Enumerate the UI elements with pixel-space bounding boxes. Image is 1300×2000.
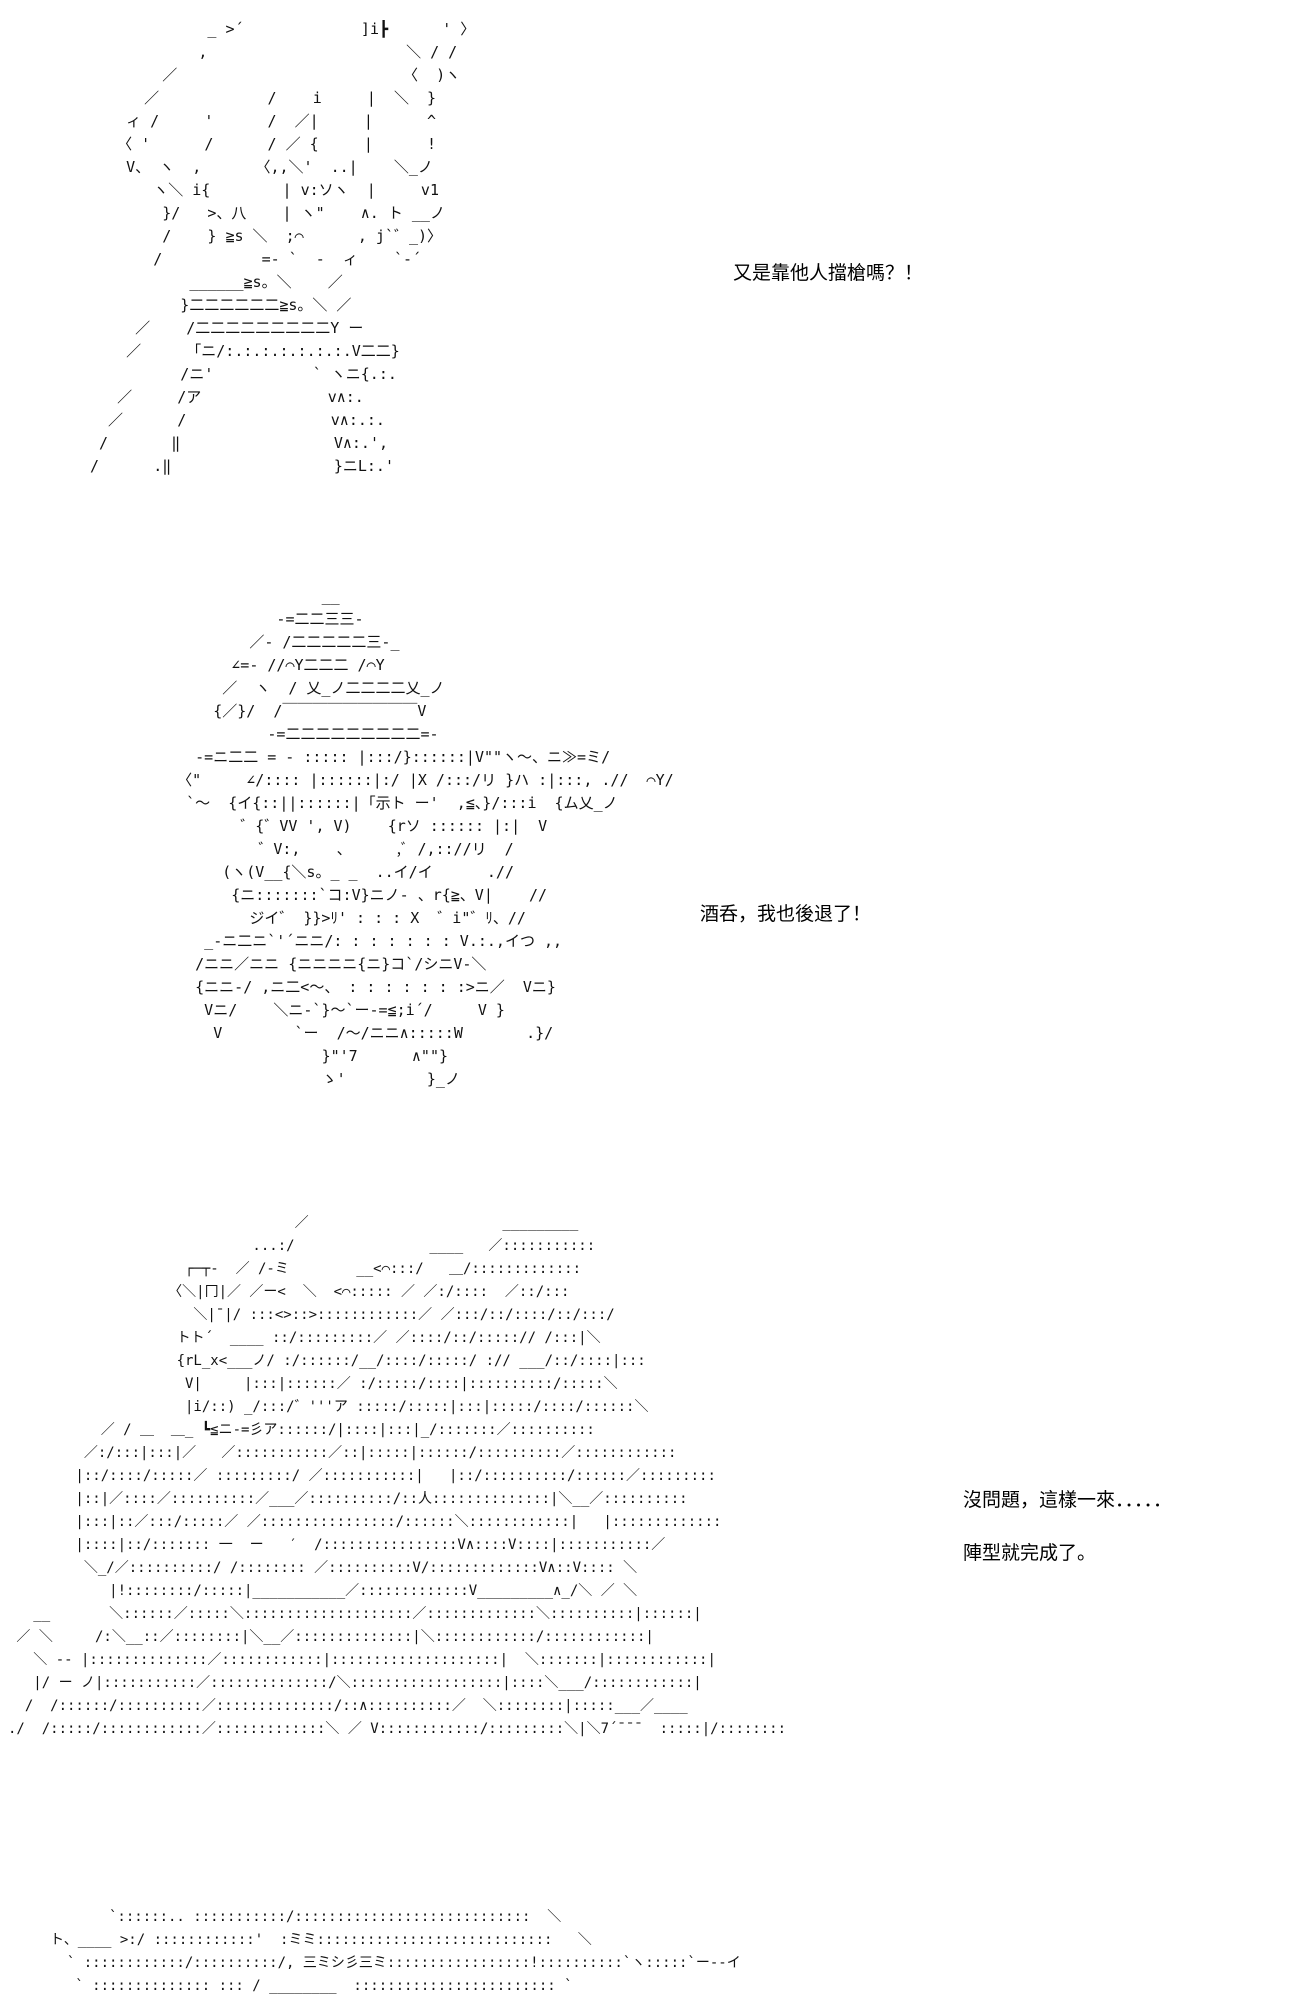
art-line: ／ 〈 )ヽ bbox=[90, 66, 461, 84]
art-line: / =- ` - ィ `-´ bbox=[90, 250, 422, 268]
art-line: _ >´ ]i┣ ' 〉 bbox=[90, 20, 476, 38]
art-line: ／- /二二二二二三-_ bbox=[150, 633, 400, 651]
art-line: V `ー /〜/ニニ∧:::::W .}/ bbox=[150, 1024, 554, 1042]
art-line: Vニ/ ＼ニ-`}〜`ー-=≦;i´/ V } bbox=[150, 1001, 505, 1019]
art-line: ゝ' }_ノ bbox=[150, 1070, 460, 1088]
art-line: |!::::::::/:::::|___________／:::::::::::… bbox=[8, 1583, 638, 1599]
art-line: {ニ:::::::`コ:V}ニノ- 、r{≧、V| // bbox=[150, 886, 548, 904]
art-line: V| |:::|::::::／ :/:::::/::::|::::::::::/… bbox=[8, 1376, 618, 1392]
art-line: / .‖ }ニL:.' bbox=[90, 457, 394, 475]
art-line: ／ / i | ＼ } bbox=[90, 89, 437, 107]
art-line: `::::::.. :::::::::::/::::::::::::::::::… bbox=[50, 1909, 562, 1925]
art-line: ゛V:, 、 ,ﾞ /,:://リ / bbox=[150, 840, 514, 858]
art-line: ＼_/／::::::::::/ /:::::::: ／::::::::::V/:… bbox=[8, 1560, 638, 1576]
art-line: __ bbox=[150, 587, 340, 605]
art-line: __ ＼::::::／:::::＼::::::::::::::::::::／::… bbox=[8, 1606, 702, 1622]
art-line: 〈＼|冂|／ ／ー< ＼ <⌒::::: ／ ／:/:::: ／::/::: bbox=[8, 1284, 570, 1300]
art-line: ______≧s。＼ ／ bbox=[90, 273, 343, 291]
art-line: ／ ＼ /:＼__::／::::::::|＼__／::::::::::::::|… bbox=[8, 1629, 654, 1645]
art-line: |:::|::／:::/:::::／ ／::::::::::::::::/:::… bbox=[8, 1514, 722, 1530]
art-line: -=二二三三- bbox=[150, 610, 364, 628]
art-line: }"'7 ∧""} bbox=[150, 1047, 449, 1065]
art-line: ヽ＼ i{ | v:ソヽ | v1 bbox=[90, 181, 439, 199]
art-line: / } ≧s ＼ ;⌒ , j`゛_)〉 bbox=[90, 227, 443, 245]
art-line: |/ ー ノ|:::::::::::／::::::::::::::/＼:::::… bbox=[8, 1675, 702, 1691]
art-line: 〈" ∠/:::: |::::::|:/ |X /:::/リ }ハ :|:::,… bbox=[150, 771, 674, 789]
art-line: ィ / ' / ／| | ^ bbox=[90, 112, 437, 130]
art-line: -=ニ二二 = - ::::: |:::/}::::::|V""ヽ〜、ニ≫=ミ/ bbox=[150, 748, 611, 766]
dialogue-line: 又是靠他人擋槍嗎？！ bbox=[733, 262, 924, 284]
art-line: / /::::::/::::::::::／::::::::::::::/::∧:… bbox=[8, 1698, 688, 1714]
art-line: / ‖ V∧:.', bbox=[90, 434, 389, 452]
art-line: }/ >、八 | ヽ" ∧. ト __ノ bbox=[90, 204, 445, 222]
art-line: ...:/ ____ ／::::::::::: bbox=[8, 1238, 596, 1254]
art-line: ／ / ＿ ＿_ ┗≦ニ-=彡ア::::::/|::::|:::|_/:::::… bbox=[8, 1422, 595, 1438]
art-line: |::/::::/:::::／ :::::::::/ ／:::::::::::|… bbox=[8, 1468, 716, 1484]
art-line: _-ニ二ニ`'´ニニ/: : : : : : : V.:.,イつ ,, bbox=[150, 932, 563, 950]
art-line: ` :::::::::::::: ::: / ________ ::::::::… bbox=[50, 1978, 573, 1994]
art-line: }二二二二二二≧s。＼ ／ bbox=[90, 296, 352, 314]
art-line: ∠=- //⌒Y二二二 /⌒Y bbox=[150, 656, 385, 674]
dialogue-line: 陣型就完成了。 bbox=[963, 1542, 1097, 1564]
art-line: `〜 {イ{::||::::::|「示ト ー' ,≦、}/:::i {ム乂_ノ bbox=[150, 794, 618, 812]
art-line: , ＼ / / bbox=[90, 43, 458, 61]
dialogue-line: 酒呑，我也後退了！ bbox=[700, 903, 872, 925]
art-line: ／ /ア v∧:. bbox=[90, 388, 364, 406]
art-line: {／}/ /￣￣￣￣￣￣￣￣￣V bbox=[150, 702, 427, 720]
art-line: V、 ヽ , 〈,,＼' ..| ＼_ノ bbox=[90, 158, 433, 176]
ascii-art-character-1: _ >´ ]i┣ ' 〉 , ＼ / / ／ 〈 )ヽ ／ / i | ＼ } … bbox=[90, 18, 475, 478]
art-line: -=二二二二二二二二二=- bbox=[150, 725, 439, 743]
art-line: ／ 「ニ/:.:.:.:.:.:.:.V二二} bbox=[90, 342, 400, 360]
art-line: ┌─┬- ／ /-ミ __<⌒:::/ ＿/::::::::::::: bbox=[8, 1261, 582, 1277]
art-line: ／ ヽ / 乂_ノ二二二二乂_ノ bbox=[150, 679, 445, 697]
ascii-art-character-2: __ -=二二三三- ／- /二二二二二三-_ ∠=- //⌒Y二二二 /⌒Y … bbox=[150, 585, 674, 1091]
art-line: ＼ -- |::::::::::::::／::::::::::::|::::::… bbox=[8, 1652, 716, 1668]
art-line: ／:/:::|:::|／ ／:::::::::::／::|:::::|:::::… bbox=[8, 1445, 677, 1461]
art-line: ト、____ >:/ ::::::::::::' :ミミ::::::::::::… bbox=[50, 1932, 592, 1948]
ascii-art-bottom-fragment: `::::::.. :::::::::::/::::::::::::::::::… bbox=[50, 1906, 741, 1998]
art-line: |::::|::/::::::: 一 ー ′ /::::::::::::::::… bbox=[8, 1537, 666, 1553]
art-line: |::|／::::／::::::::::／___／::::::::::/::人:… bbox=[8, 1491, 688, 1507]
art-line: ／ / v∧:.:. bbox=[90, 411, 385, 429]
art-line: {ニニ-/ ,ニ二<〜、 : : : : : : :>ニ／ Vニ} bbox=[150, 978, 556, 996]
ascii-art-formation-scene: ／ _________ ...:/ ____ ／::::::::::: ┌─┬-… bbox=[8, 1212, 786, 1741]
art-line: 〈 ' / / ／ { | ! bbox=[90, 135, 437, 153]
art-line: トト´ ____ ::/:::::::::／ ／::::/::/:::::// … bbox=[8, 1330, 601, 1346]
art-line: ジイ゛ }}>ﾘ' : : : X ゛i"゛ﾘ、// bbox=[150, 909, 526, 927]
art-line: {rL_x<___ノ/ :/::::::/__/::::/:::::/ :// … bbox=[8, 1353, 646, 1369]
art-line: ＼|¯|/ :::<>::>::::::::::::／ ／:::/::/::::… bbox=[8, 1307, 615, 1323]
art-line: ` ::::::::::::/::::::::::/, 三ミシ彡三ミ::::::… bbox=[50, 1955, 741, 1971]
art-line: /ニ' ` ヽニ{.:. bbox=[90, 365, 397, 383]
art-line: /ニニ／ニニ {ニニニニ{ニ}コ`/シニV-＼ bbox=[150, 955, 487, 973]
art-line: ／ /二二二二二二二二二Y ー bbox=[90, 319, 364, 337]
art-line: (ヽ(V__{＼s。_ _ ..イ/イ .// bbox=[150, 863, 514, 881]
art-line: |i/::) _/:::/゛'''ア :::::/:::::|:::|:::::… bbox=[8, 1399, 649, 1415]
dialogue-line: 沒問題，這樣一來．．．．． bbox=[963, 1489, 1173, 1511]
art-line: ／ _________ bbox=[8, 1215, 579, 1231]
art-line: ./ /:::::/::::::::::::／:::::::::::::＼ ／ … bbox=[8, 1721, 787, 1737]
art-line: ゛{゛VV ', V) {rソ :::::: |:| V bbox=[150, 817, 548, 835]
